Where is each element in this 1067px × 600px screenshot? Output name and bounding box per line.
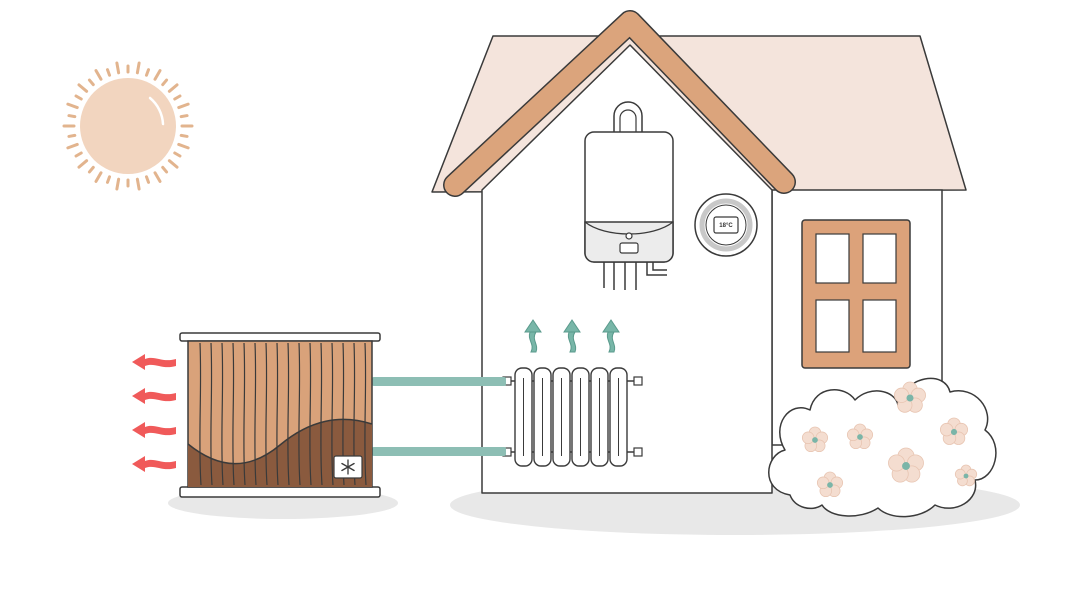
- sun-icon: [62, 61, 194, 191]
- boiler-icon: [584, 101, 674, 290]
- cold-air-arrows: [132, 354, 176, 472]
- flower: [954, 464, 978, 487]
- flower: [894, 381, 926, 413]
- warm-air-arrow: [563, 319, 581, 353]
- flower: [939, 417, 969, 445]
- warm-air-arrow: [602, 319, 620, 353]
- flower: [801, 426, 829, 453]
- heat-pump-unit: [179, 332, 381, 498]
- flower: [816, 471, 844, 498]
- return-water-pipe: [372, 447, 506, 456]
- warm-air-arrow: [524, 319, 542, 353]
- cold-air-arrow: [132, 422, 176, 438]
- hot-water-pipe: [372, 377, 506, 386]
- pipes: [372, 377, 506, 456]
- thermostat-reading: 18°C: [719, 223, 733, 229]
- flower-bush: [768, 377, 997, 518]
- window: [801, 219, 911, 369]
- flower: [846, 423, 874, 450]
- thermostat-icon: 18°C: [694, 193, 758, 257]
- flower: [888, 447, 924, 483]
- warm-air-arrows: [524, 319, 620, 353]
- cold-air-arrow: [132, 354, 176, 370]
- cold-air-arrow: [132, 388, 176, 404]
- cold-air-arrow: [132, 456, 176, 472]
- snowflake-icon: [333, 455, 363, 479]
- radiator-icon: [502, 367, 643, 467]
